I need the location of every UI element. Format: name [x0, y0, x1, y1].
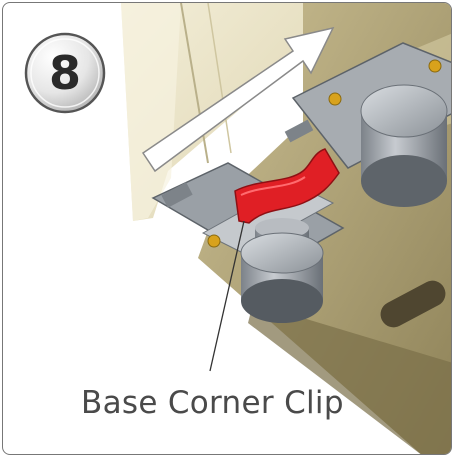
bracket-tab	[161, 182, 193, 208]
bracket-tab-2	[284, 119, 314, 143]
assembly-illustration	[121, 3, 451, 454]
rail-underside	[248, 303, 451, 454]
step-badge-circle	[24, 32, 106, 114]
clip-icon	[234, 148, 340, 224]
panel-seam	[180, 3, 209, 164]
callout-leader-line	[209, 220, 245, 372]
clip-highlight	[240, 176, 306, 196]
panel-seam-2	[207, 3, 232, 154]
leveling-foot-front	[240, 218, 324, 323]
leveling-foot-rear	[360, 84, 448, 207]
push-arrow-icon	[141, 26, 335, 173]
diagram-frame: 8 Base Corner Clip	[2, 2, 452, 455]
step-number: 8	[48, 46, 81, 100]
panel-edge-highlight	[121, 3, 181, 221]
callout-label: Base Corner Clip	[81, 385, 344, 421]
step-badge: 8	[23, 31, 107, 115]
rail-slot	[380, 280, 446, 328]
